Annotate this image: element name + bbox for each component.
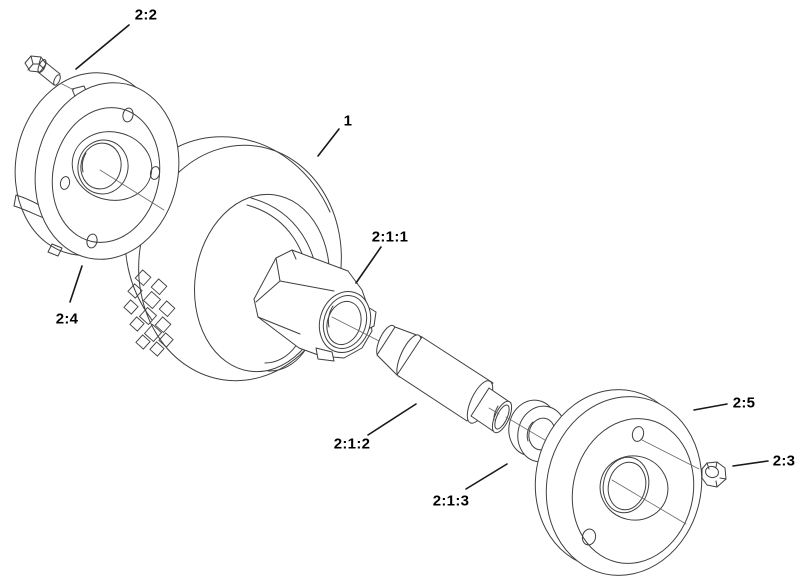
bolt-part xyxy=(24,55,75,91)
tire-tread-pattern xyxy=(123,269,176,357)
callout-label-2-5: 2:5 xyxy=(732,394,756,412)
pulley-hub-part xyxy=(534,389,703,576)
callout-leader-lines xyxy=(69,24,769,490)
callout-label-1: 1 xyxy=(343,112,353,130)
nut-part xyxy=(701,461,727,488)
callout-label-2-1-3: 2:1:3 xyxy=(432,492,470,510)
wheel-hub-left-part xyxy=(13,72,180,260)
callout-label-2-1-2: 2:1:2 xyxy=(333,435,371,453)
splined-hub-part xyxy=(253,249,382,362)
axle-spacer-part xyxy=(376,324,513,434)
callout-label-2-1-1: 2:1:1 xyxy=(371,228,409,246)
callout-label-2-2: 2:2 xyxy=(134,6,158,24)
callout-label-2-4: 2:4 xyxy=(55,310,79,328)
callout-label-2-3: 2:3 xyxy=(772,452,796,470)
